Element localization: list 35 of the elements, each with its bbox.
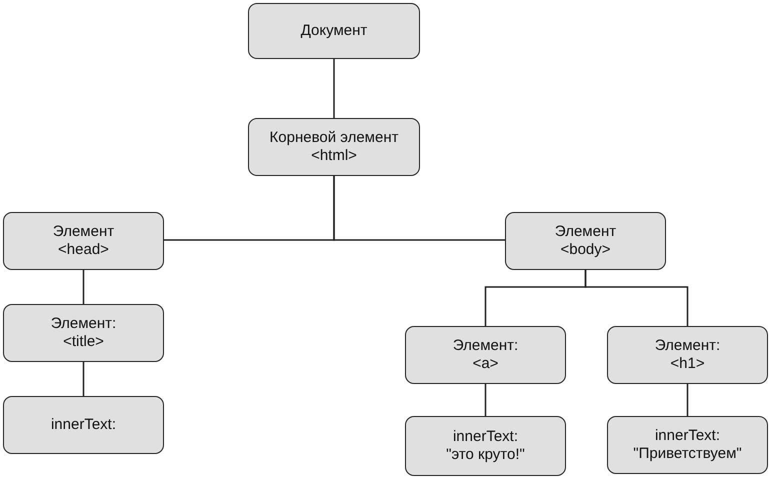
node-label: Документ	[300, 22, 368, 40]
node-label: Элемент:	[50, 315, 116, 333]
tree-node-box	[248, 3, 420, 59]
tree-node-box	[3, 212, 164, 270]
tree-node-box	[3, 396, 164, 454]
node-label: <html>	[311, 147, 357, 165]
tree-node-box	[505, 212, 666, 270]
connector-line	[686, 384, 688, 416]
node-label: innerText:	[654, 427, 720, 445]
tree-node-box	[248, 118, 420, 176]
connector-line	[584, 270, 688, 326]
connector-line	[484, 384, 486, 416]
node-label: innerText:	[452, 428, 518, 446]
connector-line	[82, 270, 84, 304]
connector-line	[82, 362, 84, 396]
node-label: <h1>	[670, 355, 705, 373]
tree-node-box	[607, 416, 768, 474]
node-label: "это круто!"	[446, 446, 525, 464]
node-label: innerText:	[50, 416, 116, 434]
node-label: <body>	[560, 241, 611, 259]
tree-node-box	[405, 416, 566, 476]
node-label: <a>	[472, 355, 498, 373]
node-label: Элемент:	[452, 337, 518, 355]
tree-node-box	[3, 304, 164, 362]
connector-line	[333, 176, 505, 241]
node-label: <title>	[63, 333, 104, 351]
node-label: Элемент:	[654, 337, 720, 355]
node-label: Элемент	[52, 223, 114, 241]
tree-node-box	[405, 326, 566, 384]
node-label: <head>	[58, 241, 109, 259]
tree-node-box	[607, 326, 768, 384]
node-label: Элемент	[554, 223, 616, 241]
connector-line	[333, 59, 335, 118]
node-label: "Приветствуем"	[633, 445, 742, 463]
node-label: Корневой элемент	[270, 129, 398, 147]
